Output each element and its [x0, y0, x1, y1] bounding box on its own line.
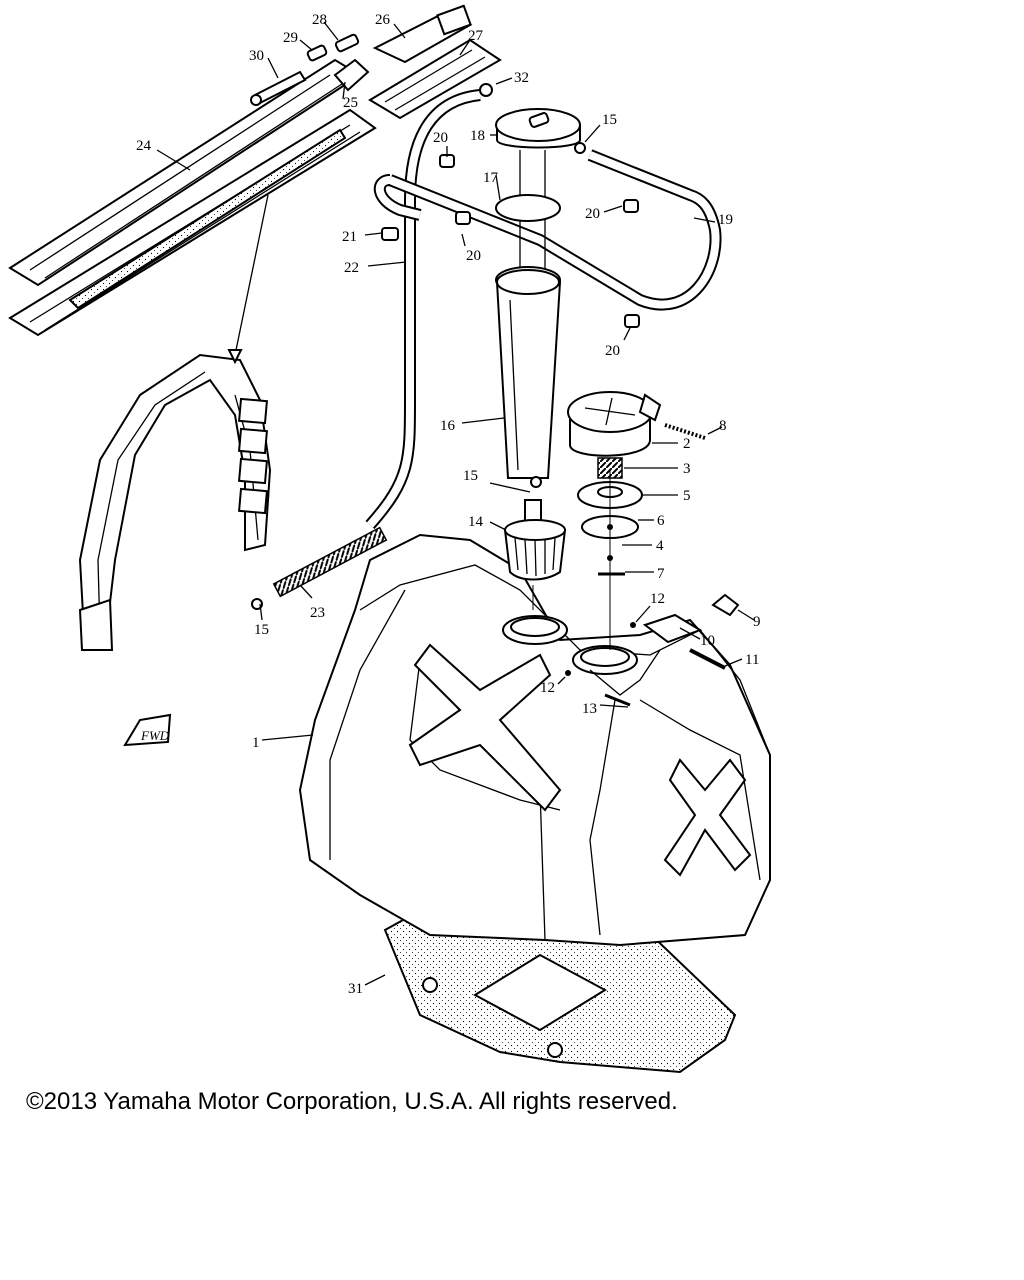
buckle-parts — [250, 33, 370, 106]
callout-15b: 15 — [463, 468, 478, 484]
o-ring — [495, 194, 561, 222]
callout-12a: 12 — [650, 591, 665, 607]
callout-22: 22 — [344, 260, 359, 276]
explode-lines — [532, 470, 611, 650]
callout-23: 23 — [310, 605, 325, 621]
screw-lower — [565, 670, 571, 676]
filler-cap — [567, 391, 662, 457]
strap-leader — [234, 194, 269, 356]
fuel-tube — [495, 266, 562, 479]
callout-15c: 15 — [254, 622, 269, 638]
fwd-label: FWD — [140, 728, 170, 743]
hose-spring-guard — [272, 526, 388, 598]
skid-plate — [383, 904, 737, 1074]
callout-31: 31 — [348, 981, 363, 997]
callout-numbers: 1 2 3 4 5 6 7 8 9 10 11 12 12 13 14 15 1… — [136, 12, 761, 997]
callout-24: 24 — [136, 138, 152, 154]
callout-4: 4 — [656, 538, 664, 554]
callout-21: 21 — [342, 229, 357, 245]
callout-3: 3 — [683, 461, 691, 477]
tank-band — [78, 353, 272, 652]
callout-19: 19 — [718, 212, 733, 228]
screw-upper — [630, 622, 636, 628]
callout-29: 29 — [283, 30, 298, 46]
hose-clamps — [251, 83, 640, 610]
callout-18: 18 — [470, 128, 485, 144]
callout-14: 14 — [468, 514, 484, 530]
callout-12b: 12 — [540, 680, 555, 696]
fuel-filter — [503, 499, 567, 581]
callout-13: 13 — [582, 701, 597, 717]
rubber-bumper — [711, 593, 740, 617]
callout-16: 16 — [440, 418, 456, 434]
callout-26: 26 — [375, 12, 391, 28]
callout-1: 1 — [252, 735, 260, 751]
callout-32: 32 — [514, 70, 529, 86]
callout-30: 30 — [249, 48, 264, 64]
callout-20c: 20 — [585, 206, 600, 222]
tank-straps — [8, 58, 377, 337]
hinge-plate — [642, 613, 703, 644]
callout-27: 27 — [468, 28, 484, 44]
callout-6: 6 — [657, 513, 665, 529]
callout-28: 28 — [312, 12, 327, 28]
callout-8: 8 — [719, 418, 727, 434]
callout-25: 25 — [343, 95, 358, 111]
callout-2: 2 — [683, 436, 691, 452]
callout-20a: 20 — [433, 130, 448, 146]
callout-20b: 20 — [466, 248, 481, 264]
callout-5: 5 — [683, 488, 691, 504]
leader-lines — [156, 21, 755, 986]
callout-20d: 20 — [605, 343, 620, 359]
fuel-hose — [365, 89, 481, 529]
callout-11: 11 — [745, 652, 759, 668]
callout-17: 17 — [483, 170, 499, 186]
hinge-pin — [689, 648, 726, 670]
callout-10: 10 — [700, 633, 715, 649]
callout-15a: 15 — [602, 112, 617, 128]
callout-7: 7 — [657, 566, 665, 582]
copyright-notice: ©2013 Yamaha Motor Corporation, U.S.A. A… — [26, 1088, 678, 1115]
strap-leader-arrow — [227, 349, 243, 365]
fuel-tank — [298, 533, 771, 947]
exploded-parts-diagram: FWD — [8, 4, 771, 1074]
short-strap — [368, 4, 502, 120]
cap-spring — [664, 423, 706, 440]
gauge-unit — [495, 108, 581, 280]
screw-long — [604, 693, 631, 707]
callout-9: 9 — [753, 614, 761, 630]
fwd-indicator: FWD — [123, 713, 172, 747]
